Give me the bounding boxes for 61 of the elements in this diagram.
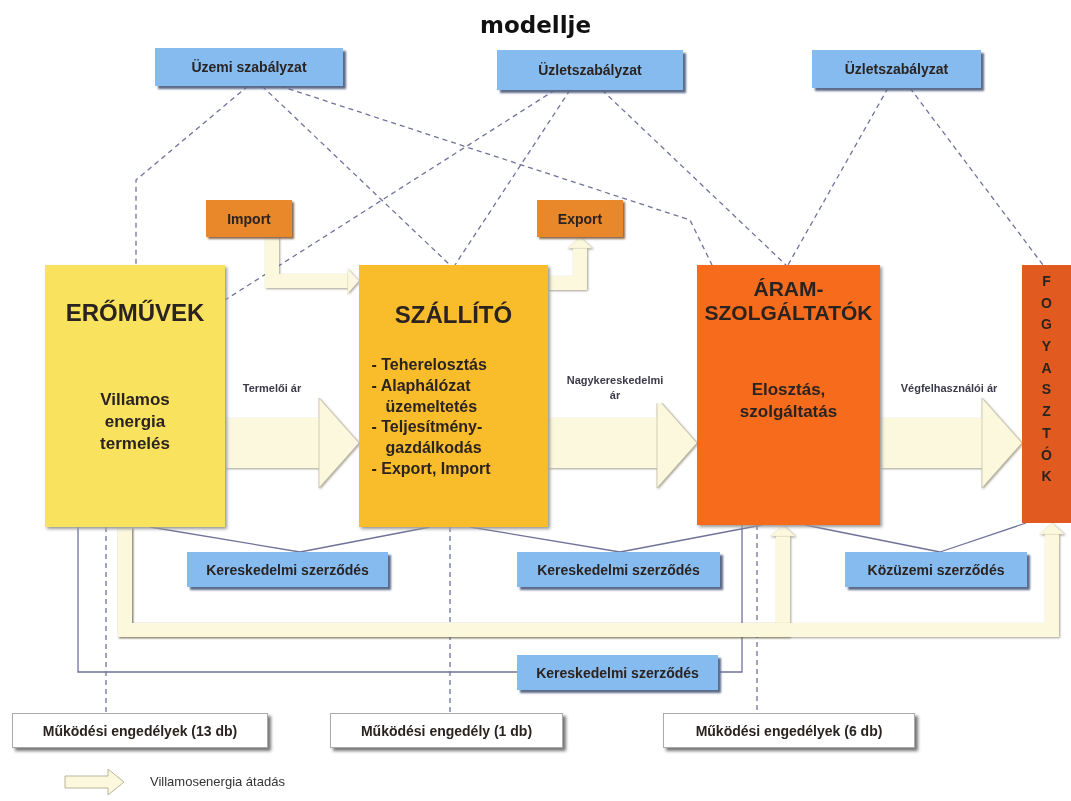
regulation-box bbox=[812, 50, 981, 88]
dashed-connector bbox=[105, 526, 107, 714]
dashed-connector bbox=[787, 87, 889, 266]
supplier-box bbox=[697, 265, 880, 525]
connector-line bbox=[804, 524, 941, 553]
dashed-connector bbox=[279, 85, 713, 266]
box-description: Elosztás, szolgáltatás bbox=[738, 379, 839, 424]
regulation-box bbox=[155, 48, 343, 86]
box-description: Villamos energia termelés bbox=[99, 389, 171, 456]
vertical-label: FOGYASZTÓK bbox=[1040, 272, 1053, 487]
box-label: Kereskedelmi szerződés bbox=[536, 664, 699, 681]
contract-box bbox=[517, 552, 720, 587]
legend-label: Villamosenergia átadás bbox=[150, 774, 285, 789]
box-heading: SZÁLLÍTÓ bbox=[393, 301, 514, 329]
trade-box bbox=[537, 200, 623, 237]
connector-line bbox=[149, 526, 301, 553]
list-item: - Teherelosztás bbox=[371, 355, 488, 375]
box-label: Működési engedélyek (6 db) bbox=[695, 722, 883, 739]
flow-arrow bbox=[225, 397, 360, 489]
box-label: Import bbox=[227, 210, 271, 227]
list-item: - Alaphálózat üzemeltetés bbox=[371, 375, 479, 417]
dashed-connector bbox=[135, 85, 249, 266]
regulation-box bbox=[497, 50, 683, 90]
license-box bbox=[12, 713, 268, 748]
box-label: Üzemi szabályzat bbox=[191, 59, 307, 75]
license-box bbox=[330, 713, 563, 748]
flow-arrow bbox=[880, 397, 1023, 489]
box-label: Üzletszabályzat bbox=[844, 61, 949, 77]
box-label: Export bbox=[557, 210, 603, 227]
list-item: - Teljesítmény-gazdálkodás bbox=[371, 417, 484, 459]
box-label: Működési engedélyek (13 db) bbox=[42, 722, 238, 739]
connector-line bbox=[939, 522, 1027, 553]
connector-line bbox=[469, 526, 621, 553]
flow-arrow bbox=[265, 237, 360, 294]
contract-box bbox=[845, 552, 1027, 587]
connector-line bbox=[299, 526, 431, 553]
box-label: Üzletszabályzat bbox=[538, 62, 642, 78]
contract-box bbox=[517, 655, 718, 690]
power-plant-box bbox=[45, 265, 225, 527]
diagram-title: modellje bbox=[478, 12, 593, 38]
dashed-connector bbox=[224, 89, 556, 301]
list-item: - Export, Import bbox=[371, 459, 492, 479]
connector-line bbox=[77, 526, 518, 673]
connector-line bbox=[619, 524, 763, 553]
box-label: Közüzemi szerződés bbox=[867, 561, 1005, 578]
box-label: Kereskedelmi szerződés bbox=[206, 561, 369, 578]
dashed-connector bbox=[261, 85, 451, 266]
license-box bbox=[663, 713, 915, 748]
trade-box bbox=[206, 200, 292, 237]
connector-line bbox=[717, 524, 743, 673]
box-label: Kereskedelmi szerződés bbox=[537, 561, 700, 578]
dashed-connector bbox=[454, 89, 571, 266]
contract-box bbox=[187, 552, 388, 587]
box-heading: ERŐMŰVEK bbox=[64, 299, 206, 327]
box-label: Működési engedély (1 db) bbox=[360, 722, 533, 739]
consumer-bar bbox=[1022, 265, 1071, 523]
box-heading: ÁRAM-SZOLGÁLTATÓK bbox=[703, 277, 874, 325]
dashed-connector bbox=[601, 89, 787, 266]
transmission-box bbox=[359, 265, 548, 527]
dashed-connector bbox=[909, 87, 1044, 266]
dashed-connector bbox=[449, 526, 451, 714]
